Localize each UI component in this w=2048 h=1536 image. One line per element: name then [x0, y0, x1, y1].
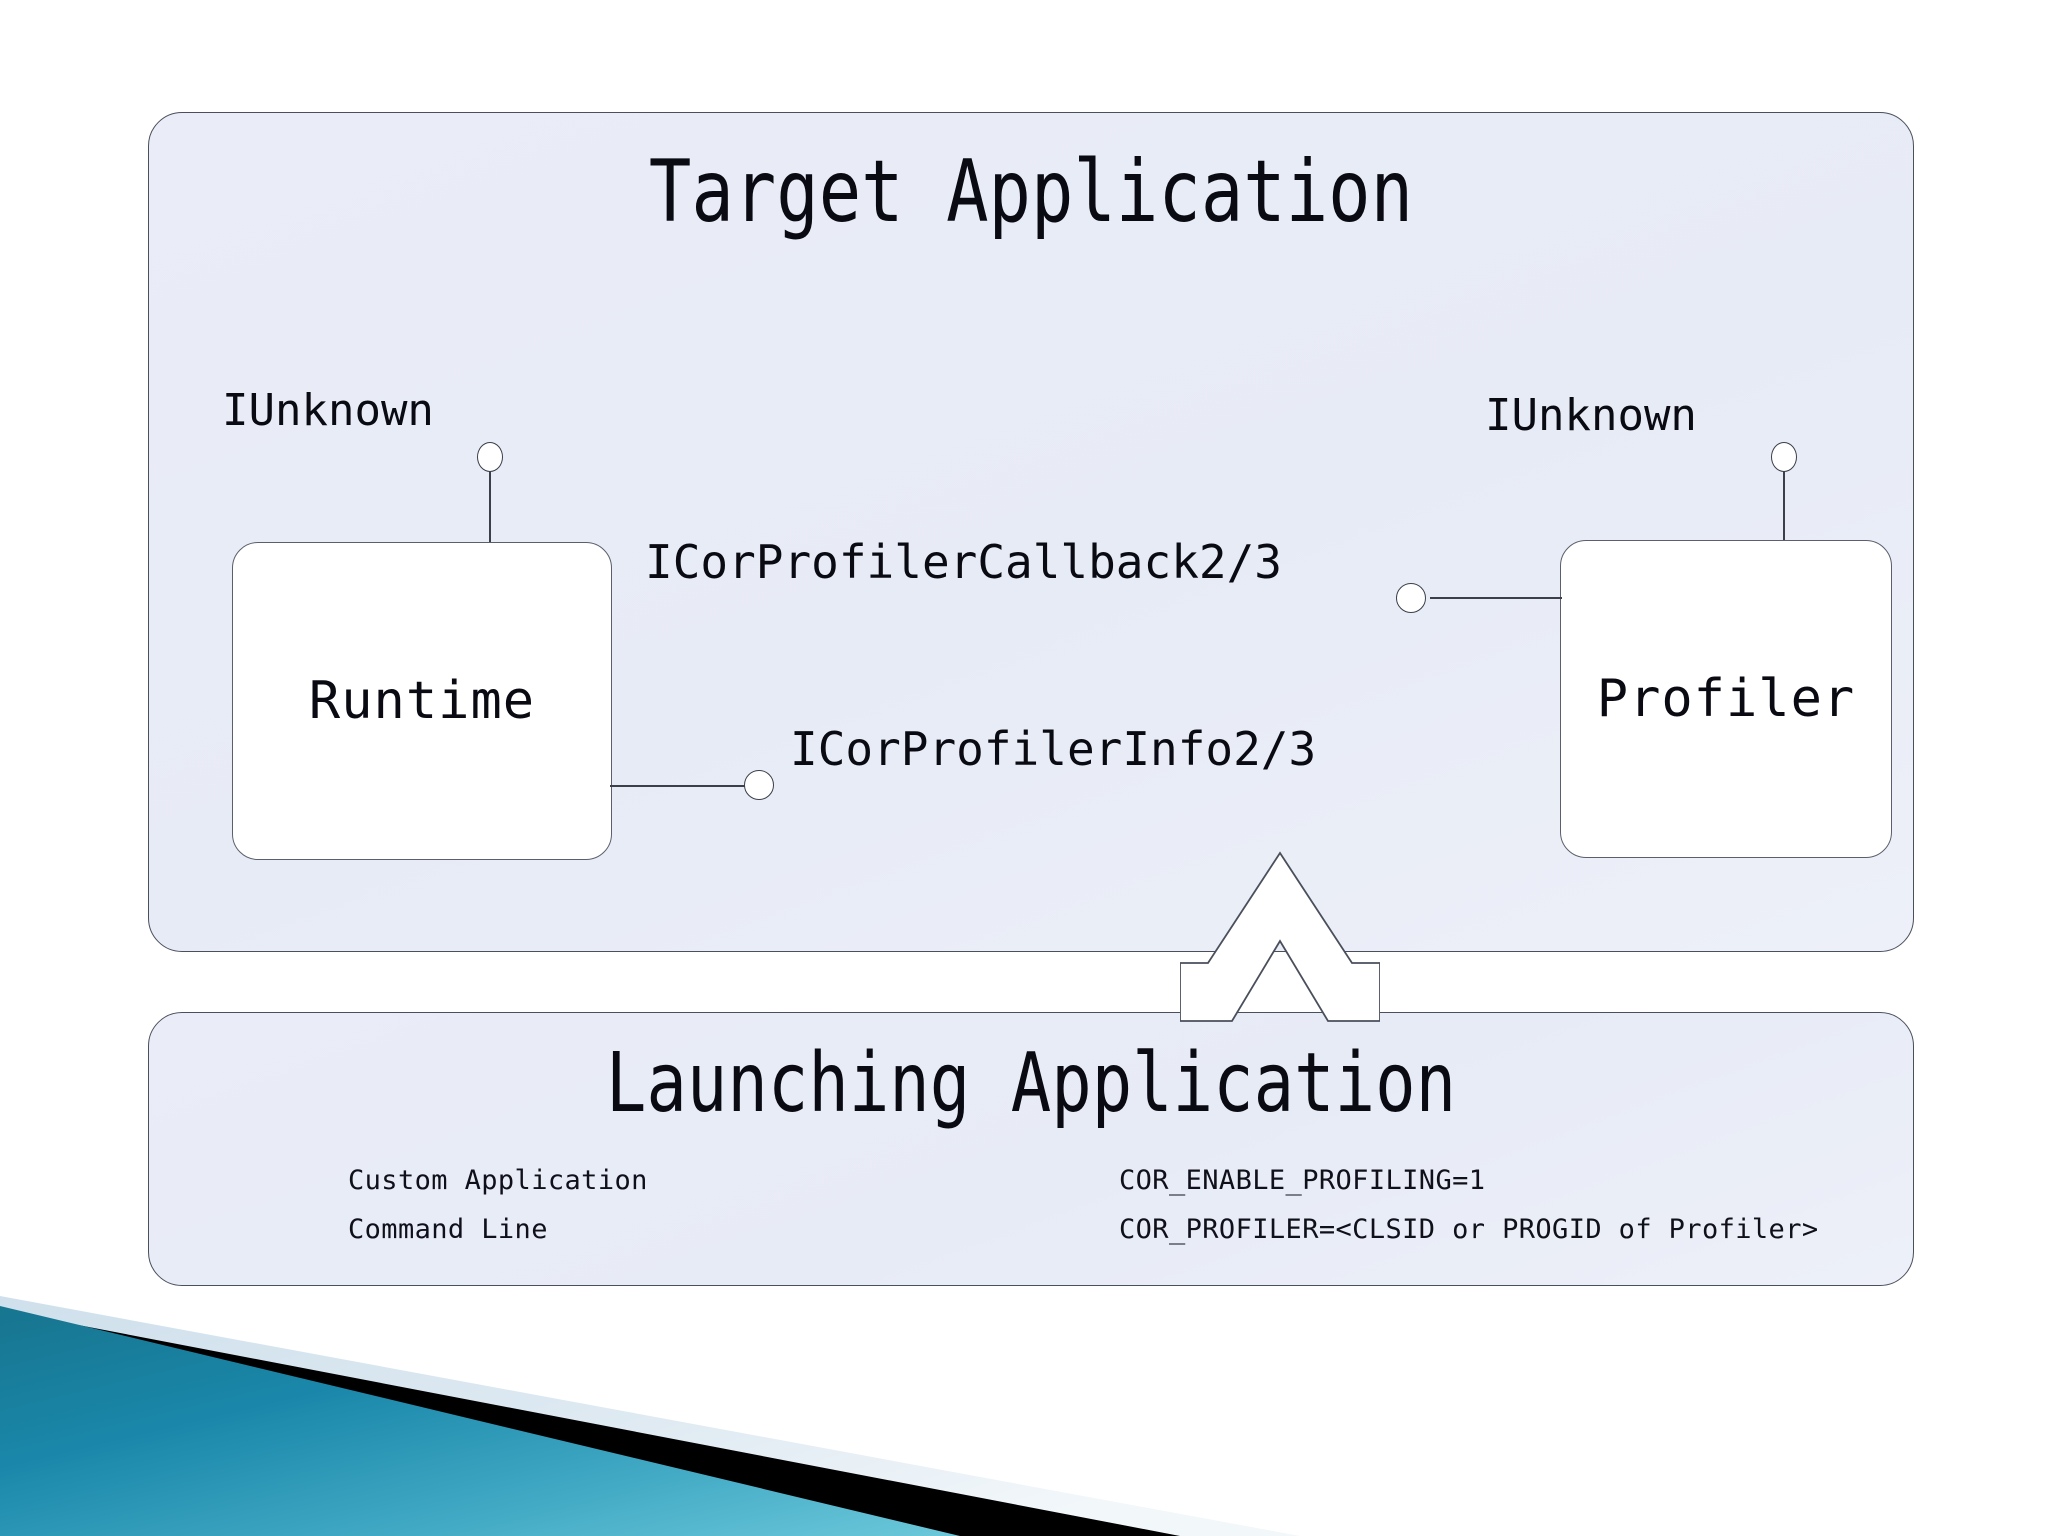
cor-enable-profiling-text: COR_ENABLE_PROFILING=1: [1119, 1165, 1486, 1196]
cor-profiler-text: COR_PROFILER=<CLSID or PROGID of Profile…: [1119, 1214, 1819, 1245]
deco-teal-triangle: [0, 1306, 960, 1536]
icorprofilerinfo-label: ICorProfilerInfo2/3: [790, 722, 1317, 776]
target-application-title: Target Application: [648, 142, 1414, 242]
profiler-iunknown-label: IUnknown: [1485, 390, 1697, 441]
launching-application-panel: Launching Application: [148, 1012, 1914, 1286]
launching-application-title: Launching Application: [605, 1036, 1457, 1131]
icorprofilerinfo-lollipop-icon: [744, 770, 774, 800]
deco-pale-wedge: [0, 1296, 1300, 1536]
deco-black-band: [0, 1310, 1180, 1536]
profiler-component-box: Profiler: [1560, 540, 1892, 858]
runtime-iunknown-label: IUnknown: [222, 385, 434, 436]
command-line-text: Command Line: [348, 1214, 548, 1245]
profiler-iunknown-lollipop-icon: [1771, 442, 1797, 472]
runtime-component-label: Runtime: [308, 671, 536, 731]
icorprofilercallback-label: ICorProfilerCallback2/3: [645, 535, 1282, 589]
profiler-component-label: Profiler: [1596, 669, 1856, 729]
custom-application-text: Custom Application: [348, 1165, 648, 1196]
runtime-iunknown-lollipop-icon: [477, 442, 503, 472]
icorprofilercallback-stem: [1430, 597, 1562, 599]
icorprofilercallback-lollipop-icon: [1396, 583, 1426, 613]
profiler-iunknown-stem: [1783, 470, 1785, 544]
runtime-iunknown-stem: [489, 470, 491, 546]
icorprofilerinfo-stem: [610, 785, 748, 787]
corner-decoration-graphic: [0, 1296, 1300, 1536]
runtime-component-box: Runtime: [232, 542, 612, 860]
